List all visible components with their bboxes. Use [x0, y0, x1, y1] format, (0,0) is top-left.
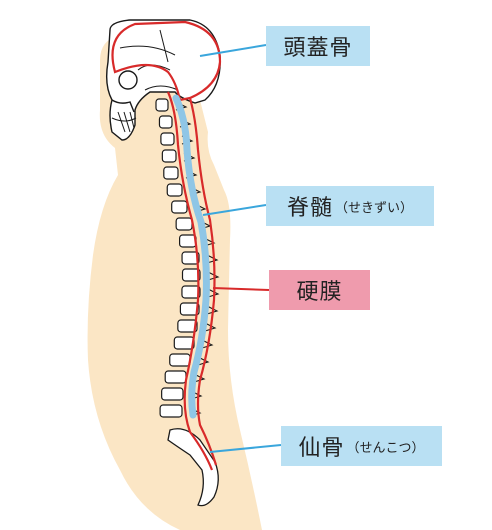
vertebra-body — [179, 234, 197, 248]
label-sacrum-reading: （せんこつ） — [346, 440, 425, 456]
vertebra-body — [161, 387, 184, 401]
vertebra-body — [175, 217, 193, 231]
vertebra-process — [207, 288, 220, 298]
vertebra-process — [197, 356, 210, 366]
vertebra-process — [206, 305, 219, 315]
vertebra-body — [158, 115, 173, 129]
vertebra-body — [179, 302, 200, 316]
pointer-dura — [212, 287, 270, 291]
label-spinal-cord: 脊髄 （せきずい） — [266, 186, 434, 226]
label-dura-mater-text: 硬膜 — [296, 280, 343, 305]
skull-drawing — [105, 19, 221, 141]
label-spinal-cord-text: 脊髄 — [286, 196, 333, 221]
dura-mater-head — [111, 20, 222, 102]
label-skull: 頭蓋骨 — [266, 26, 370, 66]
vertebra-body — [161, 149, 177, 163]
pointer-spinal-cord — [202, 204, 267, 216]
label-spinal-cord-reading: （せきずい） — [335, 200, 414, 216]
vertebra-body — [164, 370, 187, 384]
vertebral-column — [155, 98, 220, 418]
vertebra-process — [204, 322, 217, 332]
vertebra-body — [166, 183, 183, 197]
vertebra-process — [193, 373, 206, 383]
label-dura-mater: 硬膜 — [269, 270, 370, 310]
vertebra-body — [160, 132, 175, 146]
vertebra-process — [207, 271, 220, 281]
vertebra-body — [181, 285, 201, 299]
label-sacrum-text: 仙骨 — [298, 436, 345, 461]
vertebra-body — [173, 336, 195, 350]
body-silhouette — [87, 35, 262, 530]
sacrum-bone — [167, 428, 219, 507]
vertebra-process — [201, 339, 214, 349]
label-skull-text: 頭蓋骨 — [283, 36, 353, 61]
vertebra-body — [163, 166, 179, 180]
vertebra-body — [159, 404, 183, 418]
vertebra-body — [181, 268, 201, 282]
vertebra-body — [177, 319, 198, 333]
pointer-sacrum — [209, 444, 282, 453]
dura-mater-spine — [166, 91, 218, 471]
spinal-cord — [172, 94, 210, 419]
vertebra-process — [206, 254, 219, 264]
vertebra-body — [171, 200, 188, 214]
vertebra-body — [155, 98, 169, 112]
label-sacrum: 仙骨 （せんこつ） — [281, 426, 442, 466]
vertebra-body — [181, 251, 200, 265]
vertebra-body — [169, 353, 191, 367]
pointer-skull — [199, 44, 267, 57]
